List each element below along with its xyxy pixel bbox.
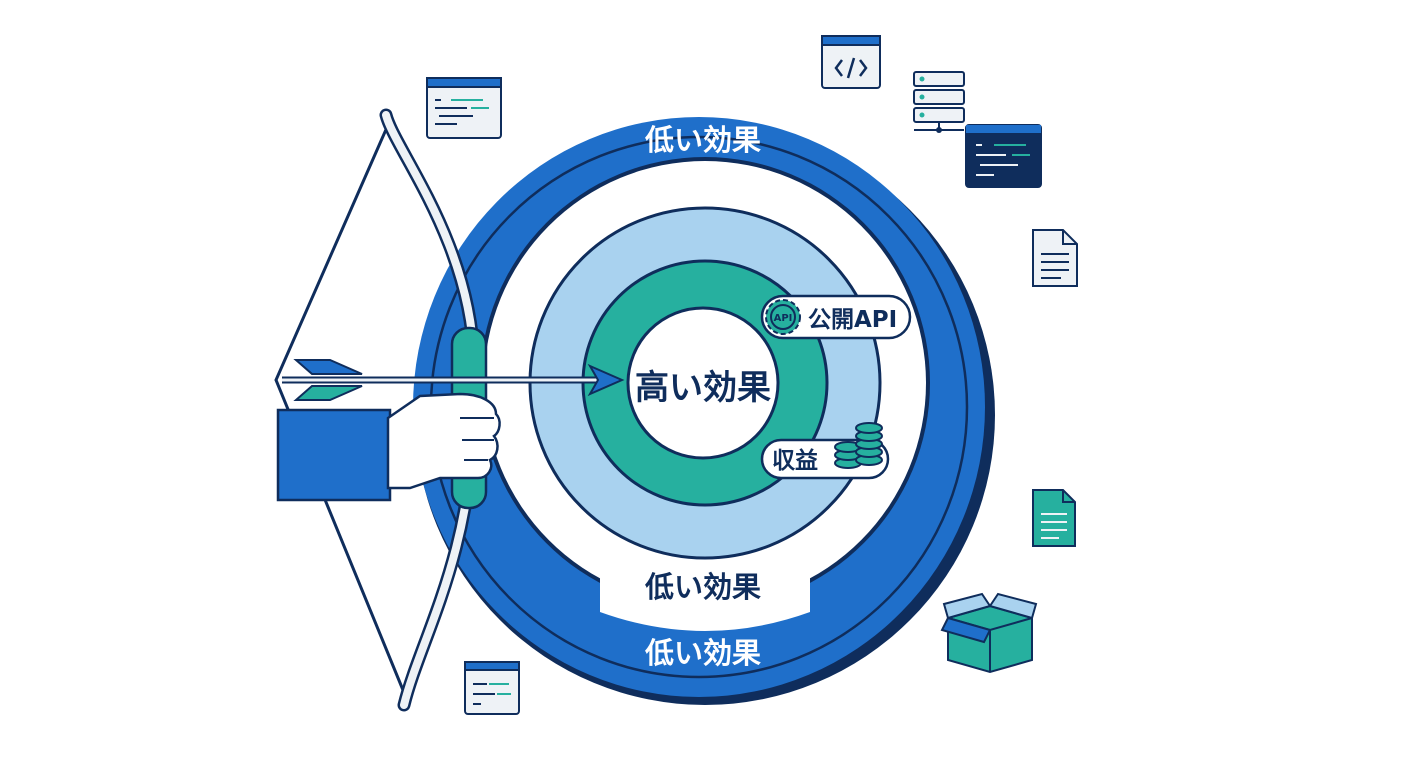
teal-document-icon	[1032, 489, 1076, 547]
hand-icon	[276, 392, 501, 502]
document-icon	[1032, 229, 1078, 287]
outer-ring-top-label: 低い効果	[644, 123, 761, 157]
arrow-head	[587, 363, 625, 397]
coin-stack-icon	[834, 422, 883, 469]
api-badge-label: API	[774, 313, 793, 324]
code-window-icon	[426, 77, 502, 139]
api-tag: API 公開API	[760, 294, 912, 340]
open-box-icon	[940, 592, 1038, 674]
revenue-tag-label: 収益	[772, 447, 818, 474]
arrow-fletching-top	[293, 359, 363, 375]
outer-ring-bottom-label: 低い効果	[644, 636, 761, 670]
bow-string	[274, 124, 407, 696]
revenue-tag: 収益	[760, 422, 890, 480]
target-bullseye	[626, 306, 780, 460]
white-ring-label: 低い効果	[644, 570, 761, 604]
center-label: 高い効果	[635, 368, 771, 408]
gear-icon	[765, 299, 801, 335]
target	[413, 117, 995, 705]
code-window-icon	[464, 661, 520, 715]
server-stack-icon	[913, 71, 965, 133]
code-brackets-icon	[821, 35, 881, 89]
sleeve	[276, 408, 392, 502]
white-label-band	[600, 578, 810, 631]
api-tag-label: 公開API	[808, 307, 897, 333]
terminal-icon	[965, 124, 1042, 188]
arrow-fletching-bottom	[293, 385, 363, 401]
